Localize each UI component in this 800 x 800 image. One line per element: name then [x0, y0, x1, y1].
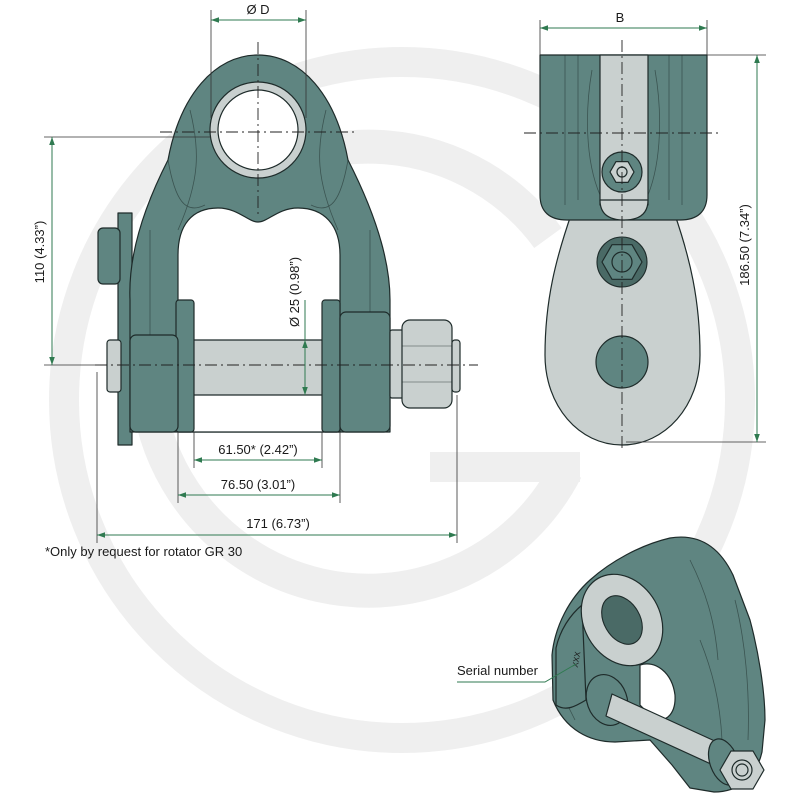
front-view: Ø D 110 (4.33”) Ø 25 (0.98”) 61.50* (2.4…	[32, 2, 478, 543]
serial-marking: XXX	[571, 650, 583, 668]
hex-nut	[401, 319, 453, 409]
overall-length-label: 171 (6.73”)	[246, 516, 310, 531]
shackle-opening	[177, 207, 341, 433]
pin-shaft	[177, 339, 341, 396]
inner-flange-left	[175, 299, 195, 433]
height-extension-lines	[44, 136, 210, 366]
serial-number-label: Serial number	[457, 663, 539, 678]
side-view: B 186.50 (7.34”)	[524, 10, 766, 452]
fork-block-facets	[564, 55, 683, 205]
isometric-view: XXX Serial number	[457, 536, 766, 793]
flange-width-label: 76.50 (3.01”)	[221, 477, 295, 492]
serial-number-leader	[457, 663, 577, 683]
iso-eye-bore	[601, 595, 643, 645]
pin-end-right	[451, 339, 461, 393]
shackle-body-facets	[149, 109, 371, 430]
left-bolt-head	[97, 227, 121, 285]
bore-extension-lines	[210, 10, 307, 118]
height-label: 110 (4.33”)	[32, 221, 47, 284]
inner-flange-right	[321, 299, 341, 433]
pin-head-left	[106, 339, 122, 393]
footnote: *Only by request for rotator GR 30	[45, 544, 242, 559]
pin-diameter-label: Ø 25 (0.98”)	[287, 257, 302, 327]
side-height-label: 186.50 (7.34”)	[737, 204, 752, 286]
overall-length-extension-lines	[96, 372, 458, 543]
flange-width-extension-lines	[177, 432, 341, 503]
bore-label: Ø D	[246, 2, 269, 17]
link-upper-strip-bottom	[599, 199, 649, 221]
width-extension-lines	[539, 20, 708, 55]
hex-nut-facets	[402, 345, 452, 383]
width-label: B	[616, 10, 625, 25]
iso-pin-end	[735, 763, 749, 777]
inner-width-label: 61.50* (2.42”)	[218, 442, 298, 457]
leg-block-right	[339, 311, 391, 433]
leg-block-left	[129, 334, 179, 433]
